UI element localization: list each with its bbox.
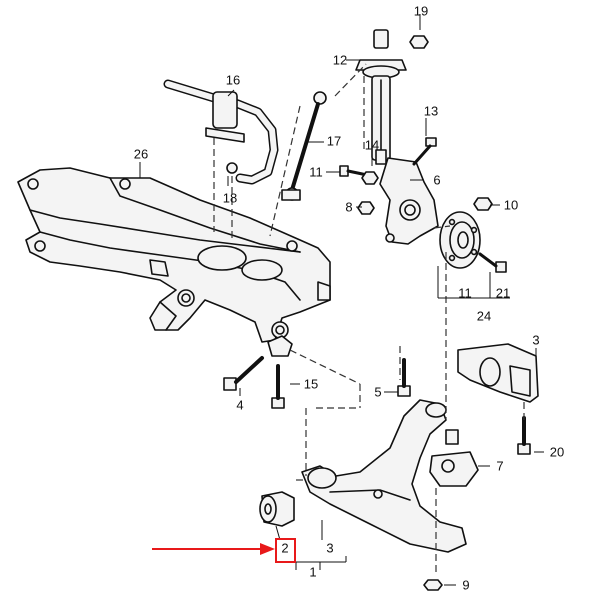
callout-6: 6 xyxy=(433,172,441,188)
callout-13: 13 xyxy=(423,103,439,119)
callout-9: 9 xyxy=(462,577,470,593)
coupling-rod xyxy=(281,91,327,201)
callout-21: 21 xyxy=(495,285,511,301)
nuts xyxy=(226,35,493,591)
callout-4: 4 xyxy=(236,397,244,413)
callout-3-arm: 3 xyxy=(326,540,334,556)
ball-joint xyxy=(429,429,479,487)
bracket xyxy=(457,343,539,403)
stabilizer-bar xyxy=(163,79,279,185)
callout-3-bracket: 3 xyxy=(532,332,540,348)
callout-5: 5 xyxy=(374,384,382,400)
callout-12: 12 xyxy=(332,52,348,68)
subframe xyxy=(17,167,331,357)
control-arm xyxy=(301,399,467,553)
callout-1: 1 xyxy=(309,564,317,580)
callout-17: 17 xyxy=(326,133,342,149)
callout-10: 10 xyxy=(503,197,519,213)
callout-19: 19 xyxy=(413,3,429,19)
callout-20: 20 xyxy=(549,444,565,460)
wheel-hub xyxy=(439,211,481,269)
callout-11-hub: 11 xyxy=(458,285,472,301)
bolts xyxy=(223,137,531,455)
callout-7: 7 xyxy=(496,458,504,474)
bonded-rubber-bush xyxy=(259,491,295,527)
callout-15: 15 xyxy=(303,376,319,392)
callout-14: 14 xyxy=(364,137,380,153)
highlight-box-part-2 xyxy=(275,538,296,563)
shock-absorber xyxy=(355,29,407,165)
callout-26: 26 xyxy=(133,146,149,162)
callout-24: 24 xyxy=(476,308,492,324)
callout-8: 8 xyxy=(345,199,353,215)
callout-11-top: 11 xyxy=(309,164,323,180)
callout-16: 16 xyxy=(225,72,241,88)
wheel-bearing-housing xyxy=(379,157,439,245)
callout-18: 18 xyxy=(222,190,238,206)
callout-2: 2 xyxy=(281,540,289,556)
pointer-arrow xyxy=(152,543,275,555)
